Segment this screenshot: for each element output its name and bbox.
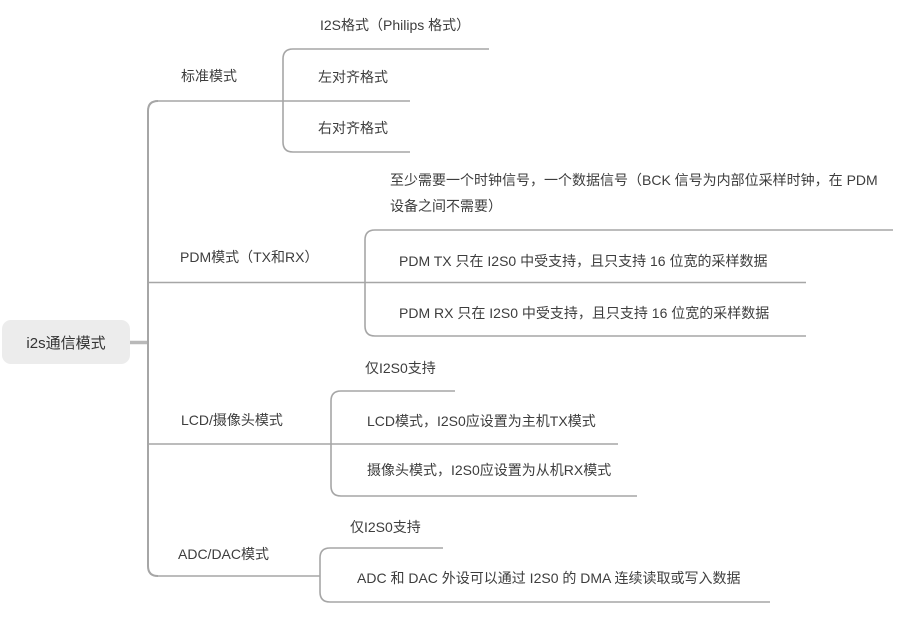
node-pdm-rx-note[interactable]: PDM RX 只在 I2S0 中受支持，且只支持 16 位宽的采样数据 [399,305,770,321]
node-lcd-i2s0-only[interactable]: 仅I2S0支持 [365,360,436,376]
bracket-std [282,48,294,153]
node-adc-dac-dma-note[interactable]: ADC 和 DAC 外设可以通过 I2S0 的 DMA 连续读取或写入数据 [357,570,741,586]
node-right-justified-format[interactable]: 右对齐格式 [318,120,388,136]
bracket-adc [319,547,331,603]
node-adc-i2s0-only[interactable]: 仅I2S0支持 [350,519,421,535]
node-camera-slave-rx[interactable]: 摄像头模式，I2S0应设置为从机RX模式 [367,462,612,478]
node-pdm-mode[interactable]: PDM模式（TX和RX） [180,249,319,265]
root-node[interactable]: i2s通信模式 [2,320,130,364]
node-pdm-tx-note[interactable]: PDM TX 只在 I2S0 中受支持，且只支持 16 位宽的采样数据 [399,253,768,269]
root-bracket-line [147,100,159,577]
node-lcd-master-tx[interactable]: LCD模式，I2S0应设置为主机TX模式 [367,413,596,429]
bracket-lcd [330,390,342,497]
bracket-pdm [364,229,376,337]
node-pdm-signal-note[interactable]: 至少需要一个时钟信号，一个数据信号（BCK 信号为内部位采样时钟，在 PDM 设… [390,172,878,214]
node-standard-mode[interactable]: 标准模式 [181,68,237,84]
node-left-justified-format[interactable]: 左对齐格式 [318,69,388,85]
node-lcd-camera-mode[interactable]: LCD/摄像头模式 [181,412,283,428]
node-i2s-philips-format[interactable]: I2S格式（Philips 格式） [320,17,471,33]
node-adc-dac-mode[interactable]: ADC/DAC模式 [178,546,270,562]
